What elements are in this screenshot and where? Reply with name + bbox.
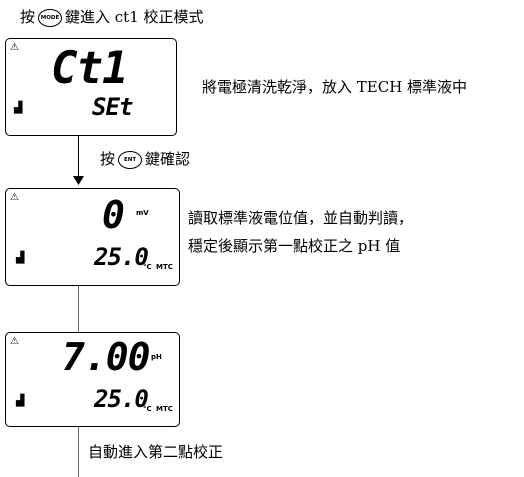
lcd-screen-3: ⚠ 7.00 pH ▟ 25.0 °C MTC — [5, 332, 180, 427]
lcd3-temperature: 25.0 — [94, 385, 149, 413]
warning-icon: ⚠ — [10, 192, 19, 203]
lcd3-temp-unit: °C — [143, 405, 152, 413]
mode-key-icon: MODE — [38, 9, 63, 27]
bucket-icon: ▟ — [16, 394, 25, 407]
note2-line1: 讀取標準液電位值，並自動判讀， — [188, 209, 414, 227]
lcd3-mode-label: MTC — [156, 405, 173, 413]
lcd1-main-display: Ct1 — [51, 43, 128, 94]
lcd2-unit-label: mV — [136, 209, 149, 217]
lcd2-mode-label: MTC — [156, 263, 173, 271]
lcd3-unit-label: pH — [151, 353, 162, 361]
note2-line2: 穩定後顯示第一點校正之 pH 值 — [188, 237, 401, 255]
ent-key-icon: ENT — [118, 151, 143, 169]
flow-line-3 — [78, 427, 80, 477]
bucket-icon: ▟ — [16, 251, 25, 264]
bucket-icon: ▟ — [14, 101, 23, 114]
step2-suffix: 鍵確認 — [145, 150, 191, 168]
warning-icon: ⚠ — [10, 336, 19, 347]
step1-suffix: 鍵進入 ct1 校正模式 — [65, 8, 204, 26]
lcd2-main-display: 0 — [102, 193, 125, 237]
flow-line-1 — [78, 136, 80, 178]
flow-line-2 — [78, 286, 80, 332]
lcd2-temperature: 25.0 — [94, 243, 149, 271]
lcd-screen-2: ⚠ 0 mV ▟ 25.0 °C MTC — [5, 188, 180, 286]
lcd3-main-display: 7.00 — [62, 335, 151, 379]
step3-text: 自動進入第二點校正 — [88, 443, 224, 461]
warning-icon: ⚠ — [10, 42, 19, 53]
lcd-screen-1: ⚠ Ct1 ▟ SEt — [5, 38, 177, 136]
step1-prefix: 按 — [20, 8, 36, 26]
step2-prefix: 按 — [100, 150, 116, 168]
lcd1-sub-display: SEt — [92, 93, 133, 121]
arrow-down-icon — [73, 176, 84, 185]
note1-text: 將電極清洗乾淨，放入 TECH 標準液中 — [202, 78, 468, 96]
lcd2-temp-unit: °C — [143, 263, 152, 271]
